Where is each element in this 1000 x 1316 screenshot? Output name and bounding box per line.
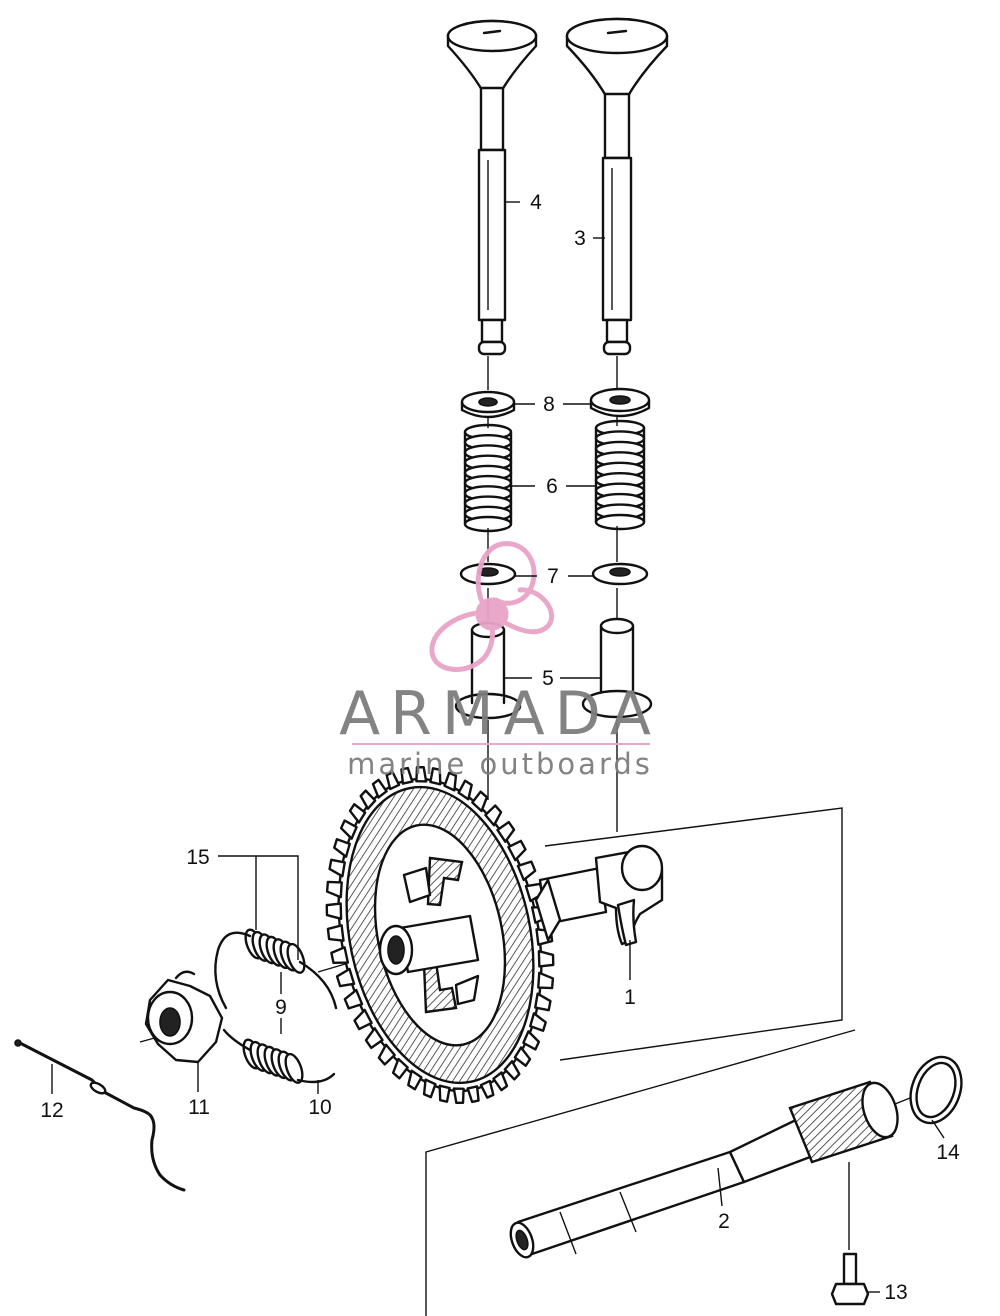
callout-15: 15 — [186, 846, 209, 869]
governor-shaft — [425, 1029, 899, 1316]
callout-11: 11 — [188, 1096, 210, 1119]
callout-3: 3 — [574, 227, 586, 250]
callout-10: 10 — [308, 1096, 331, 1119]
callout-6: 6 — [546, 475, 558, 498]
callout-labels: 1 2 3 4 5 6 7 8 9 10 11 12 13 14 15 — [40, 191, 960, 1304]
valve-springs — [463, 419, 646, 533]
callout-1: 1 — [624, 986, 636, 1009]
armada-watermark: ARMADA marine outboards — [339, 541, 661, 781]
callout-4: 4 — [530, 191, 542, 214]
intake-valve — [446, 19, 538, 356]
callout-5: 5 — [542, 667, 554, 690]
callout-leaders — [51, 201, 945, 1293]
valve-spring-retainers — [460, 387, 651, 419]
callout-12: 12 — [40, 1099, 63, 1122]
callout-8: 8 — [543, 393, 555, 416]
callout-14: 14 — [936, 1141, 960, 1164]
valve-spring-seats — [459, 562, 649, 586]
propeller-logo-icon — [429, 541, 555, 672]
governor-shaft-o-ring — [909, 1055, 963, 1125]
callout-13: 13 — [884, 1281, 907, 1304]
exhaust-valve — [565, 17, 669, 356]
callout-2: 2 — [718, 1210, 730, 1233]
governor-shaft-bolt — [830, 1162, 870, 1306]
brand-tagline: marine outboards — [347, 747, 653, 781]
callout-9: 9 — [275, 996, 287, 1019]
callout-7: 7 — [547, 565, 559, 588]
governor-parts — [14, 928, 338, 1192]
brand-name: ARMADA — [339, 679, 661, 749]
camshaft-assembly — [325, 765, 843, 1105]
